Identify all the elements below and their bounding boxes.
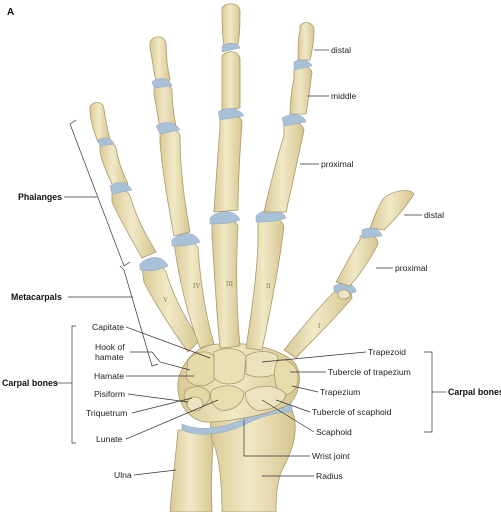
mcp-cartilage-iii — [209, 211, 241, 225]
label-hook-of-hamate-line2: hamate — [95, 352, 124, 362]
label-carpal-bones-left: Carpal bones — [2, 378, 58, 388]
little-distal-phalanx — [89, 102, 111, 143]
lunate-bone — [210, 385, 245, 411]
label-trapezoid: Trapezoid — [368, 347, 406, 357]
leader-scaphoid — [261, 399, 315, 433]
ring-cartilage-2 — [151, 78, 173, 89]
ring-distal-phalanx — [149, 36, 171, 83]
label-triquetrum: Triquetrum — [86, 408, 127, 418]
index-distal-phalanx — [297, 22, 315, 61]
ring-proximal-phalanx — [159, 128, 191, 237]
leader-tubercle-scaphoid — [275, 399, 311, 413]
middle-distal-phalanx — [221, 3, 241, 47]
label-hook-of-hamate-line1: Hook of — [95, 342, 125, 352]
label-carpal-bones-right: Carpal bones — [448, 387, 501, 397]
leader-pisiform — [127, 393, 189, 403]
hand-bones: V IV III II I — [89, 3, 415, 512]
sesamoid-bones — [337, 289, 351, 300]
thumb-distal-phalanx — [369, 190, 415, 231]
metacarpal-ii — [245, 216, 285, 351]
label-thumb-distal: distal — [424, 210, 444, 220]
label-wrist-joint: Wrist joint — [312, 451, 350, 461]
numeral-iii: III — [226, 280, 234, 288]
little-middle-phalanx — [99, 142, 129, 189]
carpal-bracket-right — [424, 351, 433, 433]
label-thumb-proximal: proximal — [395, 263, 428, 273]
index-middle-phalanx — [289, 66, 313, 115]
label-tubercle-of-trapezium: Tubercle of trapezium — [328, 367, 411, 377]
index-cartilage-2 — [293, 59, 313, 71]
labels: distal middle proximal distal proximal P… — [2, 45, 501, 481]
leader-lunate — [125, 399, 219, 440]
leader-ulna — [133, 469, 177, 476]
ring-cartilage-1 — [155, 122, 181, 135]
metacarpals-bracket — [119, 265, 159, 367]
ring-middle-phalanx — [153, 84, 177, 129]
label-scaphoid: Scaphoid — [316, 427, 352, 437]
scaphoid-bone — [245, 385, 287, 411]
label-distal: distal — [331, 45, 351, 55]
leader-capitate — [125, 326, 211, 359]
label-ulna: Ulna — [114, 470, 132, 480]
thumb-cartilage-1 — [361, 227, 383, 239]
leader-wrist-joint — [243, 420, 310, 457]
label-lunate: Lunate — [96, 434, 123, 444]
phalanges-bracket — [69, 119, 131, 267]
capitate-bone — [213, 348, 247, 385]
radius-bone — [209, 407, 296, 512]
numeral-i: I — [318, 322, 321, 330]
figure-letter: A — [7, 7, 14, 18]
numeral-iv: IV — [193, 282, 200, 290]
leader-triquetrum — [131, 397, 193, 414]
leader-trapezoid — [261, 351, 367, 363]
label-middle: middle — [331, 91, 357, 101]
carpal-bracket-left — [71, 325, 76, 444]
ulna-bone — [169, 429, 215, 512]
trapezoid-bone — [245, 351, 279, 378]
label-capitate: Capitate — [92, 322, 124, 332]
pisiform-bone — [186, 396, 204, 412]
leader-hook-of-hamate — [130, 351, 191, 371]
little-cartilage-1 — [109, 182, 133, 195]
label-tubercle-of-scaphoid: Tubercle of scaphoid — [312, 407, 392, 417]
index-proximal-phalanx — [263, 122, 305, 213]
numeral-v: V — [163, 296, 168, 304]
label-hamate: Hamate — [94, 371, 124, 381]
leader-lines — [56, 49, 446, 477]
little-cartilage-2 — [97, 137, 115, 147]
middle-middle-phalanx — [221, 51, 241, 111]
leader-trapezium — [291, 385, 319, 393]
thumb-proximal-phalanx — [335, 234, 379, 287]
label-proximal: proximal — [321, 159, 354, 169]
middle-cartilage-2 — [221, 43, 241, 53]
numeral-ii: II — [266, 282, 271, 290]
middle-proximal-phalanx — [213, 114, 243, 213]
label-phalanges: Phalanges — [18, 192, 62, 202]
little-proximal-phalanx — [111, 190, 157, 259]
label-radius: Radius — [316, 471, 343, 481]
middle-cartilage-1 — [217, 108, 245, 121]
mcp-cartilage-v — [139, 257, 169, 272]
index-cartilage-1 — [281, 114, 307, 127]
label-metacarpals: Metacarpals — [11, 292, 62, 302]
label-trapezium: Trapezium — [320, 387, 360, 397]
label-pisiform: Pisiform — [94, 389, 125, 399]
